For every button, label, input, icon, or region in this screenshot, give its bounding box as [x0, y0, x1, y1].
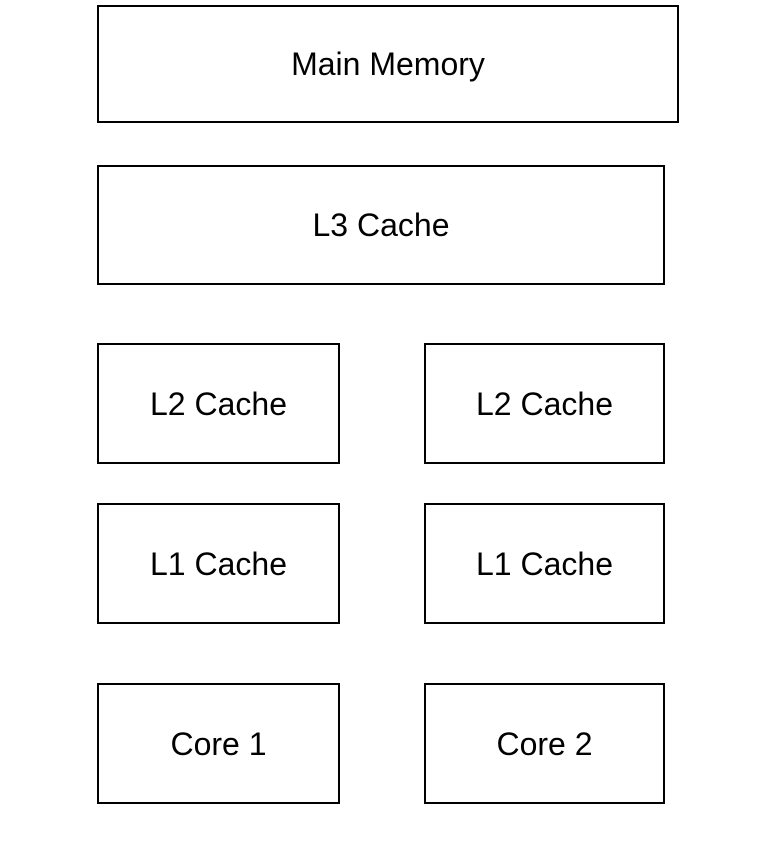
main-memory-label: Main Memory: [291, 46, 485, 82]
l1-cache-box-core2: L1 Cache: [424, 503, 665, 624]
l2-cache-box-core2: L2 Cache: [424, 343, 665, 464]
l2-cache-label-core2: L2 Cache: [476, 385, 613, 422]
core-box-1: Core 1: [97, 683, 340, 804]
core-box-2: Core 2: [424, 683, 665, 804]
l2-cache-box-core1: L2 Cache: [97, 343, 340, 464]
core-label-2: Core 2: [496, 725, 593, 762]
l1-cache-label-core2: L1 Cache: [476, 545, 613, 582]
l2-cache-label-core1: L2 Cache: [150, 385, 287, 422]
l1-cache-label-core1: L1 Cache: [150, 545, 287, 582]
l1-cache-box-core1: L1 Cache: [97, 503, 340, 624]
l3-cache-box: L3 Cache: [97, 165, 665, 285]
l3-cache-label: L3 Cache: [312, 207, 450, 243]
core-label-1: Core 1: [170, 725, 267, 762]
main-memory-box: Main Memory: [97, 5, 679, 123]
